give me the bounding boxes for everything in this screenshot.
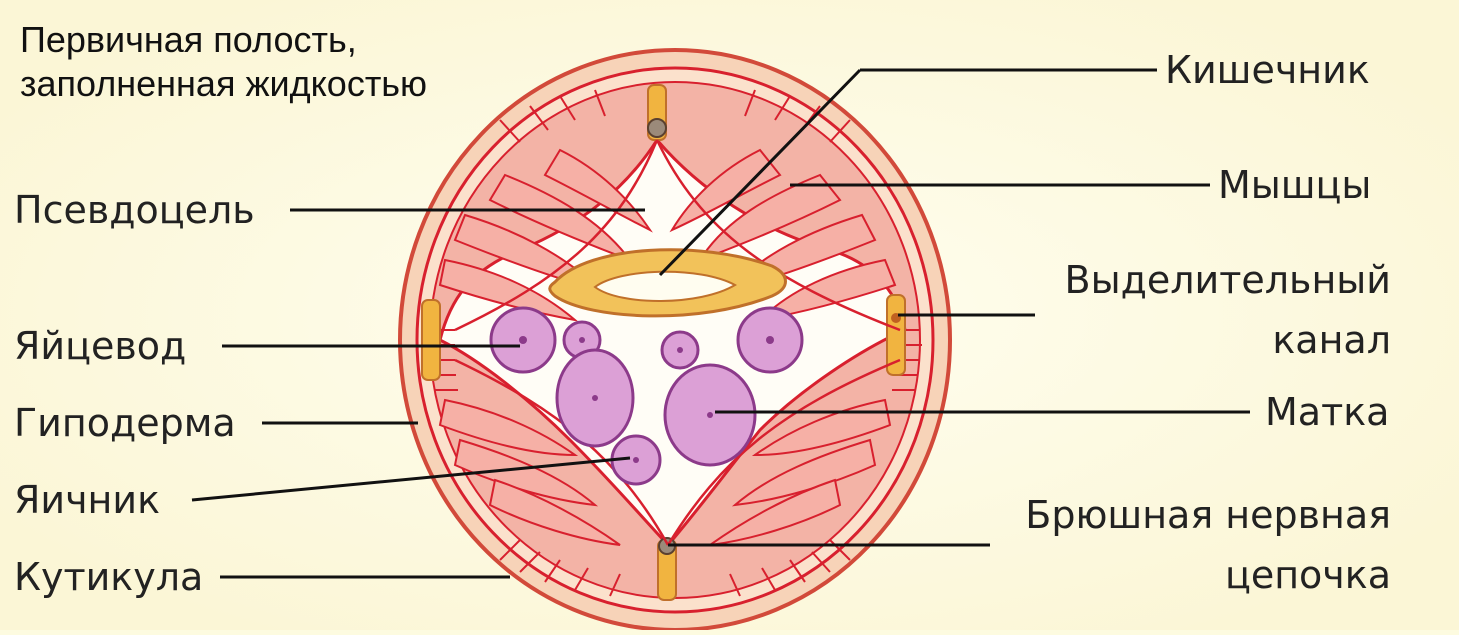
label-hypodermis: Гиподерма	[14, 401, 236, 445]
label-intestine: Кишечник	[1165, 48, 1370, 92]
label-nerve-line-2: цепочка	[1025, 553, 1391, 597]
label-pseudocoel: Псевдоцель	[14, 188, 255, 232]
dorsal-nerve	[648, 119, 666, 137]
label-excretory-canal: Выделительный канал	[1065, 258, 1391, 362]
label-muscles: Мышцы	[1218, 163, 1371, 207]
label-excretory-line-1: Выделительный	[1065, 258, 1391, 302]
label-ovary: Яичник	[14, 478, 160, 522]
label-nerve-cord: Брюшная нервная цепочка	[1025, 493, 1391, 597]
label-uterus: Матка	[1265, 390, 1389, 434]
label-nerve-line-1: Брюшная нервная	[1025, 493, 1391, 537]
diagram-title: Первичная полость, заполненная жидкостью	[20, 18, 427, 106]
label-cuticle: Кутикула	[14, 555, 203, 599]
left-lateral-chord	[422, 300, 440, 380]
title-line-1: Первичная полость,	[20, 18, 427, 62]
label-oviduct: Яйцевод	[14, 324, 186, 368]
title-line-2: заполненная жидкостью	[20, 62, 427, 106]
label-excretory-line-2: канал	[1065, 318, 1391, 362]
